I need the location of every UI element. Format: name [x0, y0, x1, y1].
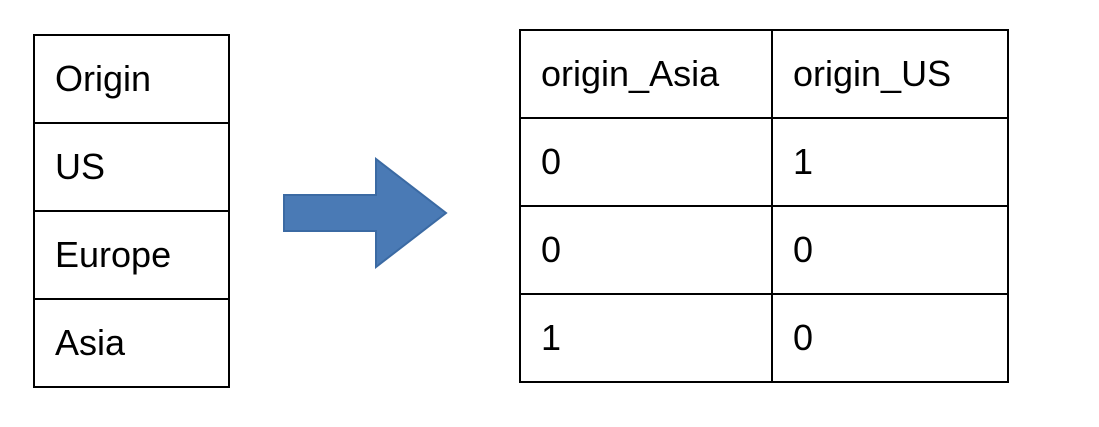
origin-cell: Europe: [33, 210, 230, 300]
table-header-row: Origin: [33, 34, 230, 124]
origin-header-cell: Origin: [33, 34, 230, 124]
table-cell: 1: [519, 293, 773, 383]
origin-us-header-cell: origin_US: [771, 29, 1009, 119]
table-row: Asia: [33, 298, 230, 388]
table-row: 0 1: [519, 117, 1009, 207]
table-row: Europe: [33, 210, 230, 300]
table-cell: 1: [771, 117, 1009, 207]
table-cell: 0: [519, 205, 773, 295]
table-row: 0 0: [519, 205, 1009, 295]
one-hot-table: origin_Asia origin_US 0 1 0 0 1 0: [519, 29, 1009, 383]
table-cell: 0: [771, 293, 1009, 383]
table-cell: 0: [519, 117, 773, 207]
origin-asia-header-cell: origin_Asia: [519, 29, 773, 119]
origin-cell: US: [33, 122, 230, 212]
table-cell: 0: [771, 205, 1009, 295]
table-header-row: origin_Asia origin_US: [519, 29, 1009, 119]
origin-cell: Asia: [33, 298, 230, 388]
origin-table: Origin US Europe Asia: [33, 34, 230, 388]
arrow-shape: [283, 157, 448, 269]
table-row: 1 0: [519, 293, 1009, 383]
table-row: US: [33, 122, 230, 212]
right-arrow-icon: [283, 157, 448, 269]
